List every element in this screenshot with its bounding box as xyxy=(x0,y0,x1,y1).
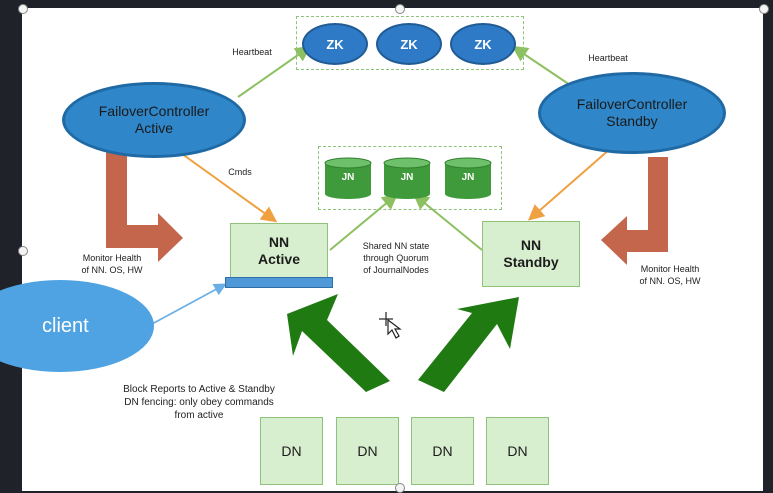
shared-state-line: of JournalNodes xyxy=(363,265,429,275)
cmds-active-line xyxy=(177,150,278,223)
move-cursor-icon xyxy=(379,312,402,339)
resize-handle[interactable] xyxy=(759,4,769,14)
monitor-left-line: of NN. OS, HW xyxy=(81,265,143,275)
nn-active-line2: Active xyxy=(257,250,301,267)
dn-node: DN xyxy=(486,417,549,485)
monitor-health-left-label: Monitor Health of NN. OS, HW xyxy=(62,252,162,276)
client-label: client xyxy=(42,314,89,337)
heartbeat-left-label: Heartbeat xyxy=(232,47,272,57)
client-arrow xyxy=(151,283,227,325)
zk-node: ZK xyxy=(302,23,368,65)
heartbeat-right-label: Heartbeat xyxy=(588,53,628,63)
failover-standby-line1: FailoverController xyxy=(576,96,688,112)
nn-active-selection-bar xyxy=(225,277,333,288)
monitor-arrow-right xyxy=(601,157,668,265)
monitor-health-right-label: Monitor Health of NN. OS, HW xyxy=(620,263,720,287)
cmds-label: Cmds xyxy=(228,167,252,177)
nn-standby-jn-line xyxy=(412,193,483,251)
monitor-right-line: of NN. OS, HW xyxy=(639,276,701,286)
block-reports-line: from active xyxy=(174,410,224,421)
cmds-standby-line xyxy=(527,141,619,221)
dn-node: DN xyxy=(336,417,399,485)
nn-standby-line1: NN xyxy=(520,237,542,253)
jn-label: JN xyxy=(341,172,355,183)
failover-controller-active: FailoverController Active xyxy=(62,82,246,158)
zk-group xyxy=(296,16,524,70)
shared-state-line: through Quorum xyxy=(363,253,429,263)
dn-node: DN xyxy=(260,417,323,485)
dn-node: DN xyxy=(411,417,474,485)
block-reports-line: Block Reports to Active & Standby xyxy=(123,384,275,395)
monitor-left-line: Monitor Health xyxy=(82,253,142,263)
shared-state-label: Shared NN state through Quorum of Journa… xyxy=(346,240,446,276)
monitor-arrow-left xyxy=(106,152,183,262)
failover-active-line1: FailoverController xyxy=(98,103,210,119)
failover-standby-line2: Standby xyxy=(606,113,658,129)
failover-active-line2: Active xyxy=(134,120,174,136)
big-arrow-right xyxy=(418,297,519,392)
jn-label: JN xyxy=(461,172,475,183)
zk-node: ZK xyxy=(376,23,442,65)
failover-controller-standby: FailoverController Standby xyxy=(538,72,726,154)
jn-label: JN xyxy=(400,172,414,183)
block-reports-label: Block Reports to Active & Standby DN fen… xyxy=(92,383,306,422)
resize-handle[interactable] xyxy=(395,4,405,14)
jn-group xyxy=(318,146,502,210)
resize-handle[interactable] xyxy=(395,483,405,493)
resize-handle[interactable] xyxy=(18,4,28,14)
shared-state-line: Shared NN state xyxy=(362,241,430,251)
zk-node: ZK xyxy=(450,23,516,65)
client-node[interactable]: client xyxy=(0,280,154,372)
nn-active-box: NN Active xyxy=(230,223,328,278)
nn-standby-box: NN Standby xyxy=(482,221,580,287)
nn-standby-line2: Standby xyxy=(503,254,559,270)
monitor-right-line: Monitor Health xyxy=(640,264,700,274)
block-reports-line: DN fencing: only obey commands xyxy=(124,397,274,408)
resize-handle[interactable] xyxy=(18,246,28,256)
nn-active-line1: NN xyxy=(268,233,290,250)
nn-active-jn-line xyxy=(329,193,399,251)
big-arrow-left xyxy=(287,294,390,392)
